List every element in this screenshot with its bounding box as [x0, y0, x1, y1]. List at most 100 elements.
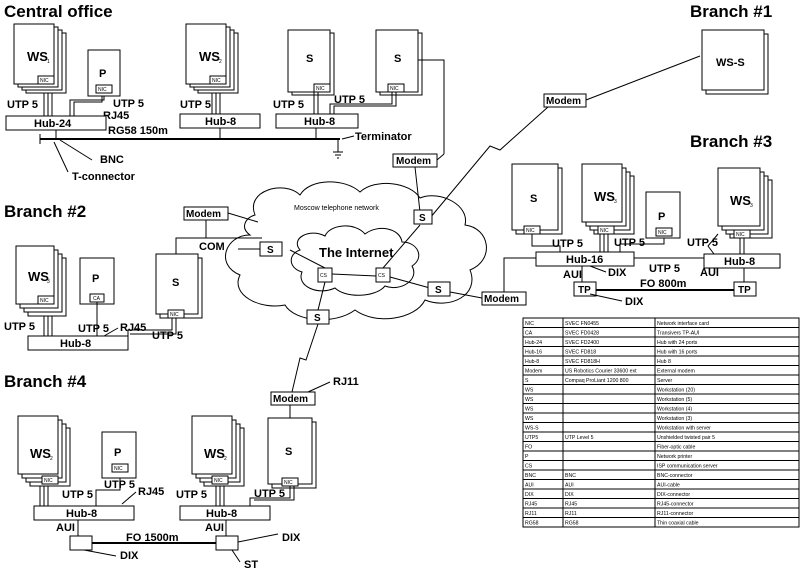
- nic-label: NIC: [40, 78, 49, 84]
- printer: P NIC: [87, 49, 121, 97]
- moscow-network-label: Moscow telephone network: [294, 205, 379, 212]
- svg-text:Hub-8: Hub-8: [66, 508, 97, 520]
- legend-cell: ISP communication server: [657, 464, 718, 470]
- legend-cell: WS: [525, 416, 534, 422]
- legend-cell: Network printer: [657, 454, 692, 460]
- svg-text:Hub-16: Hub-16: [566, 254, 603, 266]
- svg-text:Modem: Modem: [186, 209, 221, 220]
- svg-text:WS: WS: [30, 446, 51, 461]
- legend-cell: RG58: [525, 521, 539, 527]
- legend-cell: Workstation (4): [657, 407, 692, 413]
- svg-text:WS: WS: [28, 269, 49, 284]
- modem-branch-1: [543, 93, 587, 108]
- svg-text:Modem: Modem: [273, 394, 308, 405]
- legend-cell: Modem: [525, 369, 542, 375]
- svg-text:DIX: DIX: [608, 267, 627, 279]
- svg-text:NIC: NIC: [44, 478, 53, 484]
- svg-text:UTP 5: UTP 5: [113, 98, 144, 110]
- legend-cell: SVEC FD2400: [565, 340, 599, 346]
- legend-cell: RJ11-connector: [657, 511, 694, 517]
- legend-cell: WS: [525, 397, 534, 403]
- svg-text:AUI: AUI: [563, 269, 582, 281]
- legend-cell: Network interface card: [657, 321, 709, 327]
- title-branch-3: Branch #3: [690, 132, 772, 151]
- svg-text:NIC: NIC: [526, 228, 535, 234]
- legend-cell: Fiber-optic cable: [657, 445, 695, 451]
- legend-cell: DIX-connector: [657, 492, 690, 498]
- svg-text:RJ45: RJ45: [120, 322, 146, 334]
- svg-text:TP: TP: [578, 285, 591, 296]
- svg-text:NIC: NIC: [170, 312, 179, 318]
- svg-text:AUI: AUI: [700, 267, 719, 279]
- legend-cell: Server: [657, 378, 673, 384]
- svg-text:S: S: [267, 245, 274, 256]
- legend-cell: SVEC FN0455: [565, 321, 599, 327]
- svg-text:NIC: NIC: [212, 78, 221, 84]
- legend-cell: UTP Level 5: [565, 435, 594, 441]
- svg-text:CA: CA: [93, 296, 101, 302]
- svg-text:S: S: [314, 313, 321, 324]
- svg-text:UTP 5: UTP 5: [78, 323, 109, 335]
- legend-cell: Workstation (3): [657, 416, 692, 422]
- central-office: WS 1 NIC UTP 5 P NIC UTP 5 RJ45 Hub-24 W…: [5, 23, 445, 213]
- legend-cell: RJ11: [565, 511, 577, 517]
- svg-text:Modem: Modem: [546, 96, 581, 107]
- svg-text:UTP 5: UTP 5: [176, 489, 207, 501]
- svg-text:DIX: DIX: [625, 296, 644, 308]
- legend-cell: Transivers TP-AUI: [657, 331, 699, 337]
- legend-cell: RJ45-connector: [657, 502, 694, 508]
- legend-cell: UTP5: [525, 435, 538, 441]
- legend-cell: SVEC FD0428: [565, 331, 599, 337]
- svg-text:NIC: NIC: [316, 86, 325, 92]
- svg-text:S: S: [435, 285, 442, 296]
- s-link-b3: [427, 281, 451, 297]
- legend-cell: Workstation with server: [657, 426, 711, 432]
- svg-text:UTP 5: UTP 5: [614, 237, 645, 249]
- svg-text:UTP 5: UTP 5: [62, 489, 93, 501]
- svg-text:2: 2: [219, 59, 222, 65]
- legend-cell: RG58: [565, 521, 579, 527]
- svg-text:DIX: DIX: [282, 532, 301, 544]
- legend-cell: S: [525, 378, 529, 384]
- legend-cell: Hub-8: [525, 359, 539, 365]
- legend-cell: BNC-connector: [657, 473, 693, 479]
- svg-text:Hub-8: Hub-8: [304, 116, 335, 128]
- legend-cell: Unshielded twisted pair 5: [657, 435, 715, 441]
- legend-cell: CA: [525, 331, 533, 337]
- legend-cell: WS-S: [525, 426, 539, 432]
- branch-3: Modem S NIC UTP 5 WS 3 NIC UTP 5 P NIC H: [481, 163, 781, 308]
- svg-text:RJ45: RJ45: [138, 486, 164, 498]
- legend-cell: SVEC FD818H: [565, 359, 600, 365]
- hub-8-b2: [27, 335, 129, 351]
- branch-4: Modem RJ11 WS 2 NIC P NIC UTP 5 UTP 5 RJ…: [17, 323, 359, 571]
- svg-text:AUI: AUI: [56, 522, 75, 534]
- ws1-label: WS: [27, 49, 48, 64]
- svg-text:S: S: [394, 53, 401, 65]
- legend-cell: P: [525, 454, 529, 460]
- legend-cell: RJ45: [565, 502, 577, 508]
- svg-text:3: 3: [614, 199, 617, 205]
- svg-text:P: P: [114, 447, 121, 459]
- svg-text:NIC: NIC: [284, 480, 293, 486]
- svg-text:P: P: [99, 68, 106, 80]
- legend-cell: US Robotics Courier 33600 ext: [565, 369, 637, 375]
- hub-8-b4-right: [179, 505, 271, 521]
- legend-cell: Hub-16: [525, 350, 542, 356]
- svg-text:S: S: [285, 446, 292, 458]
- svg-text:UTP 5: UTP 5: [687, 237, 718, 249]
- svg-text:NIC: NIC: [600, 228, 609, 234]
- svg-text:UTP 5: UTP 5: [4, 321, 35, 333]
- modem-branch-4: [270, 391, 316, 406]
- hub-8-b4-left: [33, 505, 135, 521]
- legend-cell: DIX: [525, 492, 534, 498]
- legend-cell: BNC: [565, 473, 576, 479]
- com-label: COM: [199, 241, 225, 253]
- workstation-stack-b4-b: WS 2 NIC: [191, 415, 245, 487]
- svg-text:2: 2: [50, 456, 53, 462]
- hub-8-central-right: [275, 113, 359, 129]
- svg-text:NIC: NIC: [736, 232, 745, 238]
- svg-text:WS: WS: [594, 189, 615, 204]
- svg-text:NIC: NIC: [390, 86, 399, 92]
- svg-text:P: P: [92, 273, 99, 285]
